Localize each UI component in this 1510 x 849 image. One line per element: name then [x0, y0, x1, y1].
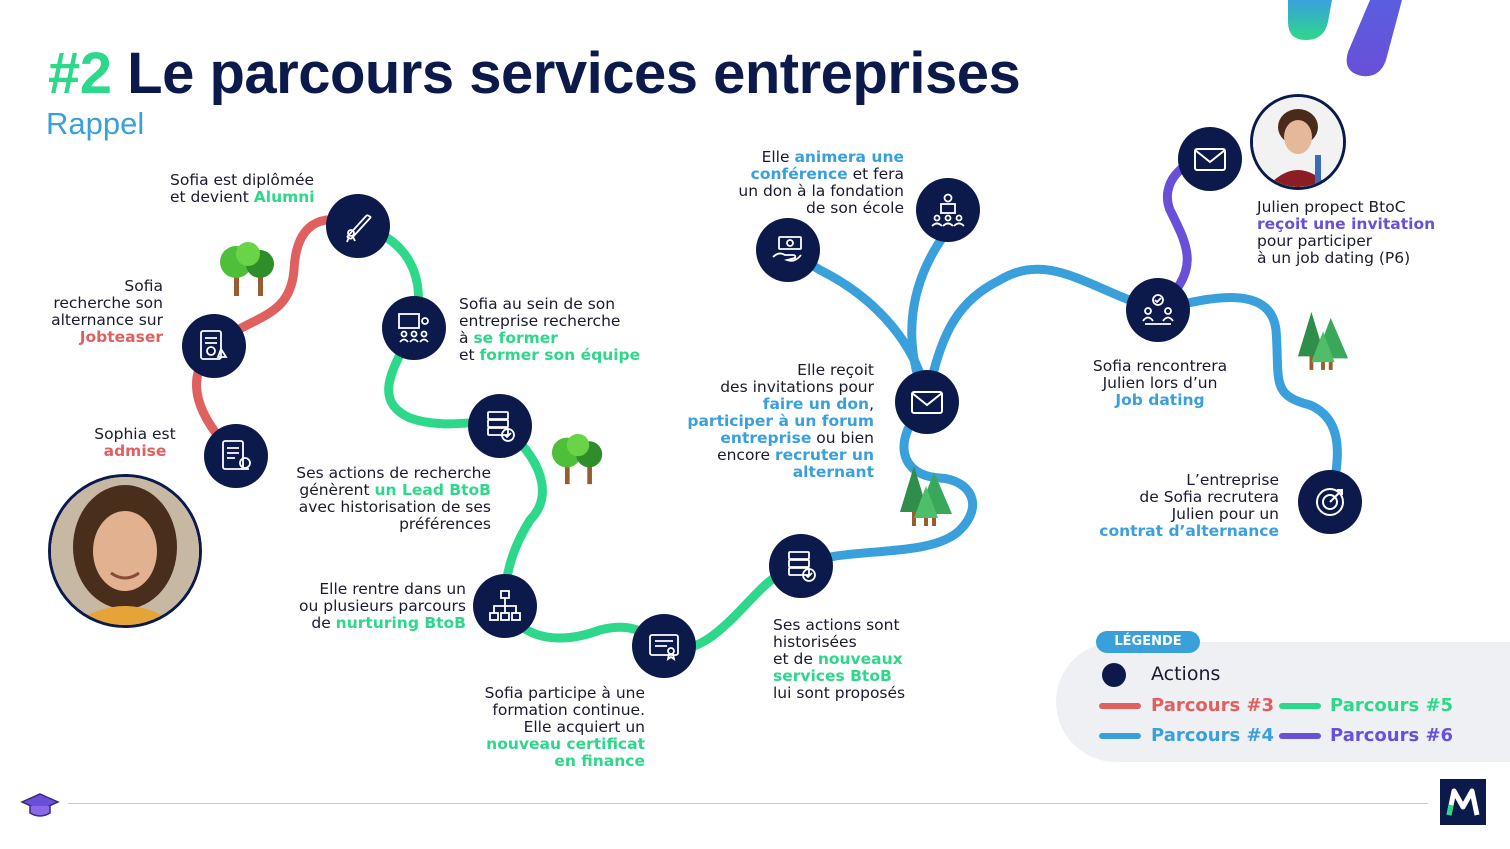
- legend-line-p6: [1279, 733, 1321, 739]
- brand-logo: [1440, 779, 1486, 825]
- avatar-julien: [1250, 94, 1346, 190]
- legend-parcours-5: Parcours #5: [1330, 695, 1454, 716]
- legend-tag: LÉGENDE: [1096, 631, 1200, 653]
- legend-actions: Actions: [1151, 663, 1221, 685]
- training-icon: [398, 313, 429, 343]
- pine-trees-icon: [1297, 312, 1349, 370]
- node-contrat: [1298, 470, 1362, 534]
- node-julien-invitation: [1178, 127, 1242, 191]
- brand-decoration: [1288, 0, 1402, 77]
- envelope-icon: [911, 391, 943, 414]
- node-nurturing: [473, 574, 537, 638]
- legend-action-dot: [1102, 663, 1126, 687]
- avatar-sophia: [48, 474, 202, 628]
- legend-panel: [1056, 642, 1510, 762]
- legend-line-p4: [1099, 733, 1141, 739]
- money-hand-icon: [772, 236, 802, 262]
- node-services: [769, 534, 833, 598]
- node-jobdating: [1126, 278, 1190, 342]
- pine-trees-icon: [900, 466, 952, 526]
- tree-icon: [551, 433, 603, 485]
- label-conference: Elle animera une conférence et fera un d…: [738, 148, 904, 217]
- footer-divider: [68, 803, 1428, 804]
- node-admission: [204, 424, 268, 488]
- envelope-icon: [1194, 148, 1226, 171]
- node-lead: [468, 394, 532, 458]
- graduation-cap-icon: [20, 793, 60, 817]
- path-parcours-4: [796, 397, 977, 571]
- legend-line-p3: [1099, 703, 1141, 709]
- document-search-icon: [200, 330, 228, 360]
- hierarchy-icon: [489, 590, 521, 621]
- page-title: #2 Le parcours services entreprises: [48, 41, 1021, 106]
- node-formation: [632, 614, 696, 678]
- page-subtitle: Rappel: [46, 106, 145, 141]
- meeting-icon: [1142, 294, 1174, 325]
- legend-parcours-3: Parcours #3: [1151, 695, 1275, 716]
- node-jobteaser: [182, 314, 246, 378]
- legend-line-p5: [1279, 703, 1321, 709]
- certificate-icon: [649, 634, 679, 661]
- node-invitations: [895, 370, 959, 434]
- node-former: [382, 296, 446, 360]
- database-check-icon: [788, 551, 816, 582]
- document-stamp-icon: [222, 440, 251, 470]
- node-conference: [916, 178, 980, 242]
- legend-parcours-6: Parcours #6: [1330, 725, 1454, 746]
- node-alumni: [326, 194, 390, 258]
- tree-icon: [220, 242, 274, 296]
- diploma-icon: [346, 214, 372, 243]
- path-parcours-3: [192, 215, 363, 461]
- database-check-icon: [487, 411, 515, 442]
- speaker-podium-icon: [931, 193, 965, 227]
- node-donation: [756, 218, 820, 282]
- target-icon: [1316, 488, 1344, 516]
- legend-parcours-4: Parcours #4: [1151, 725, 1275, 746]
